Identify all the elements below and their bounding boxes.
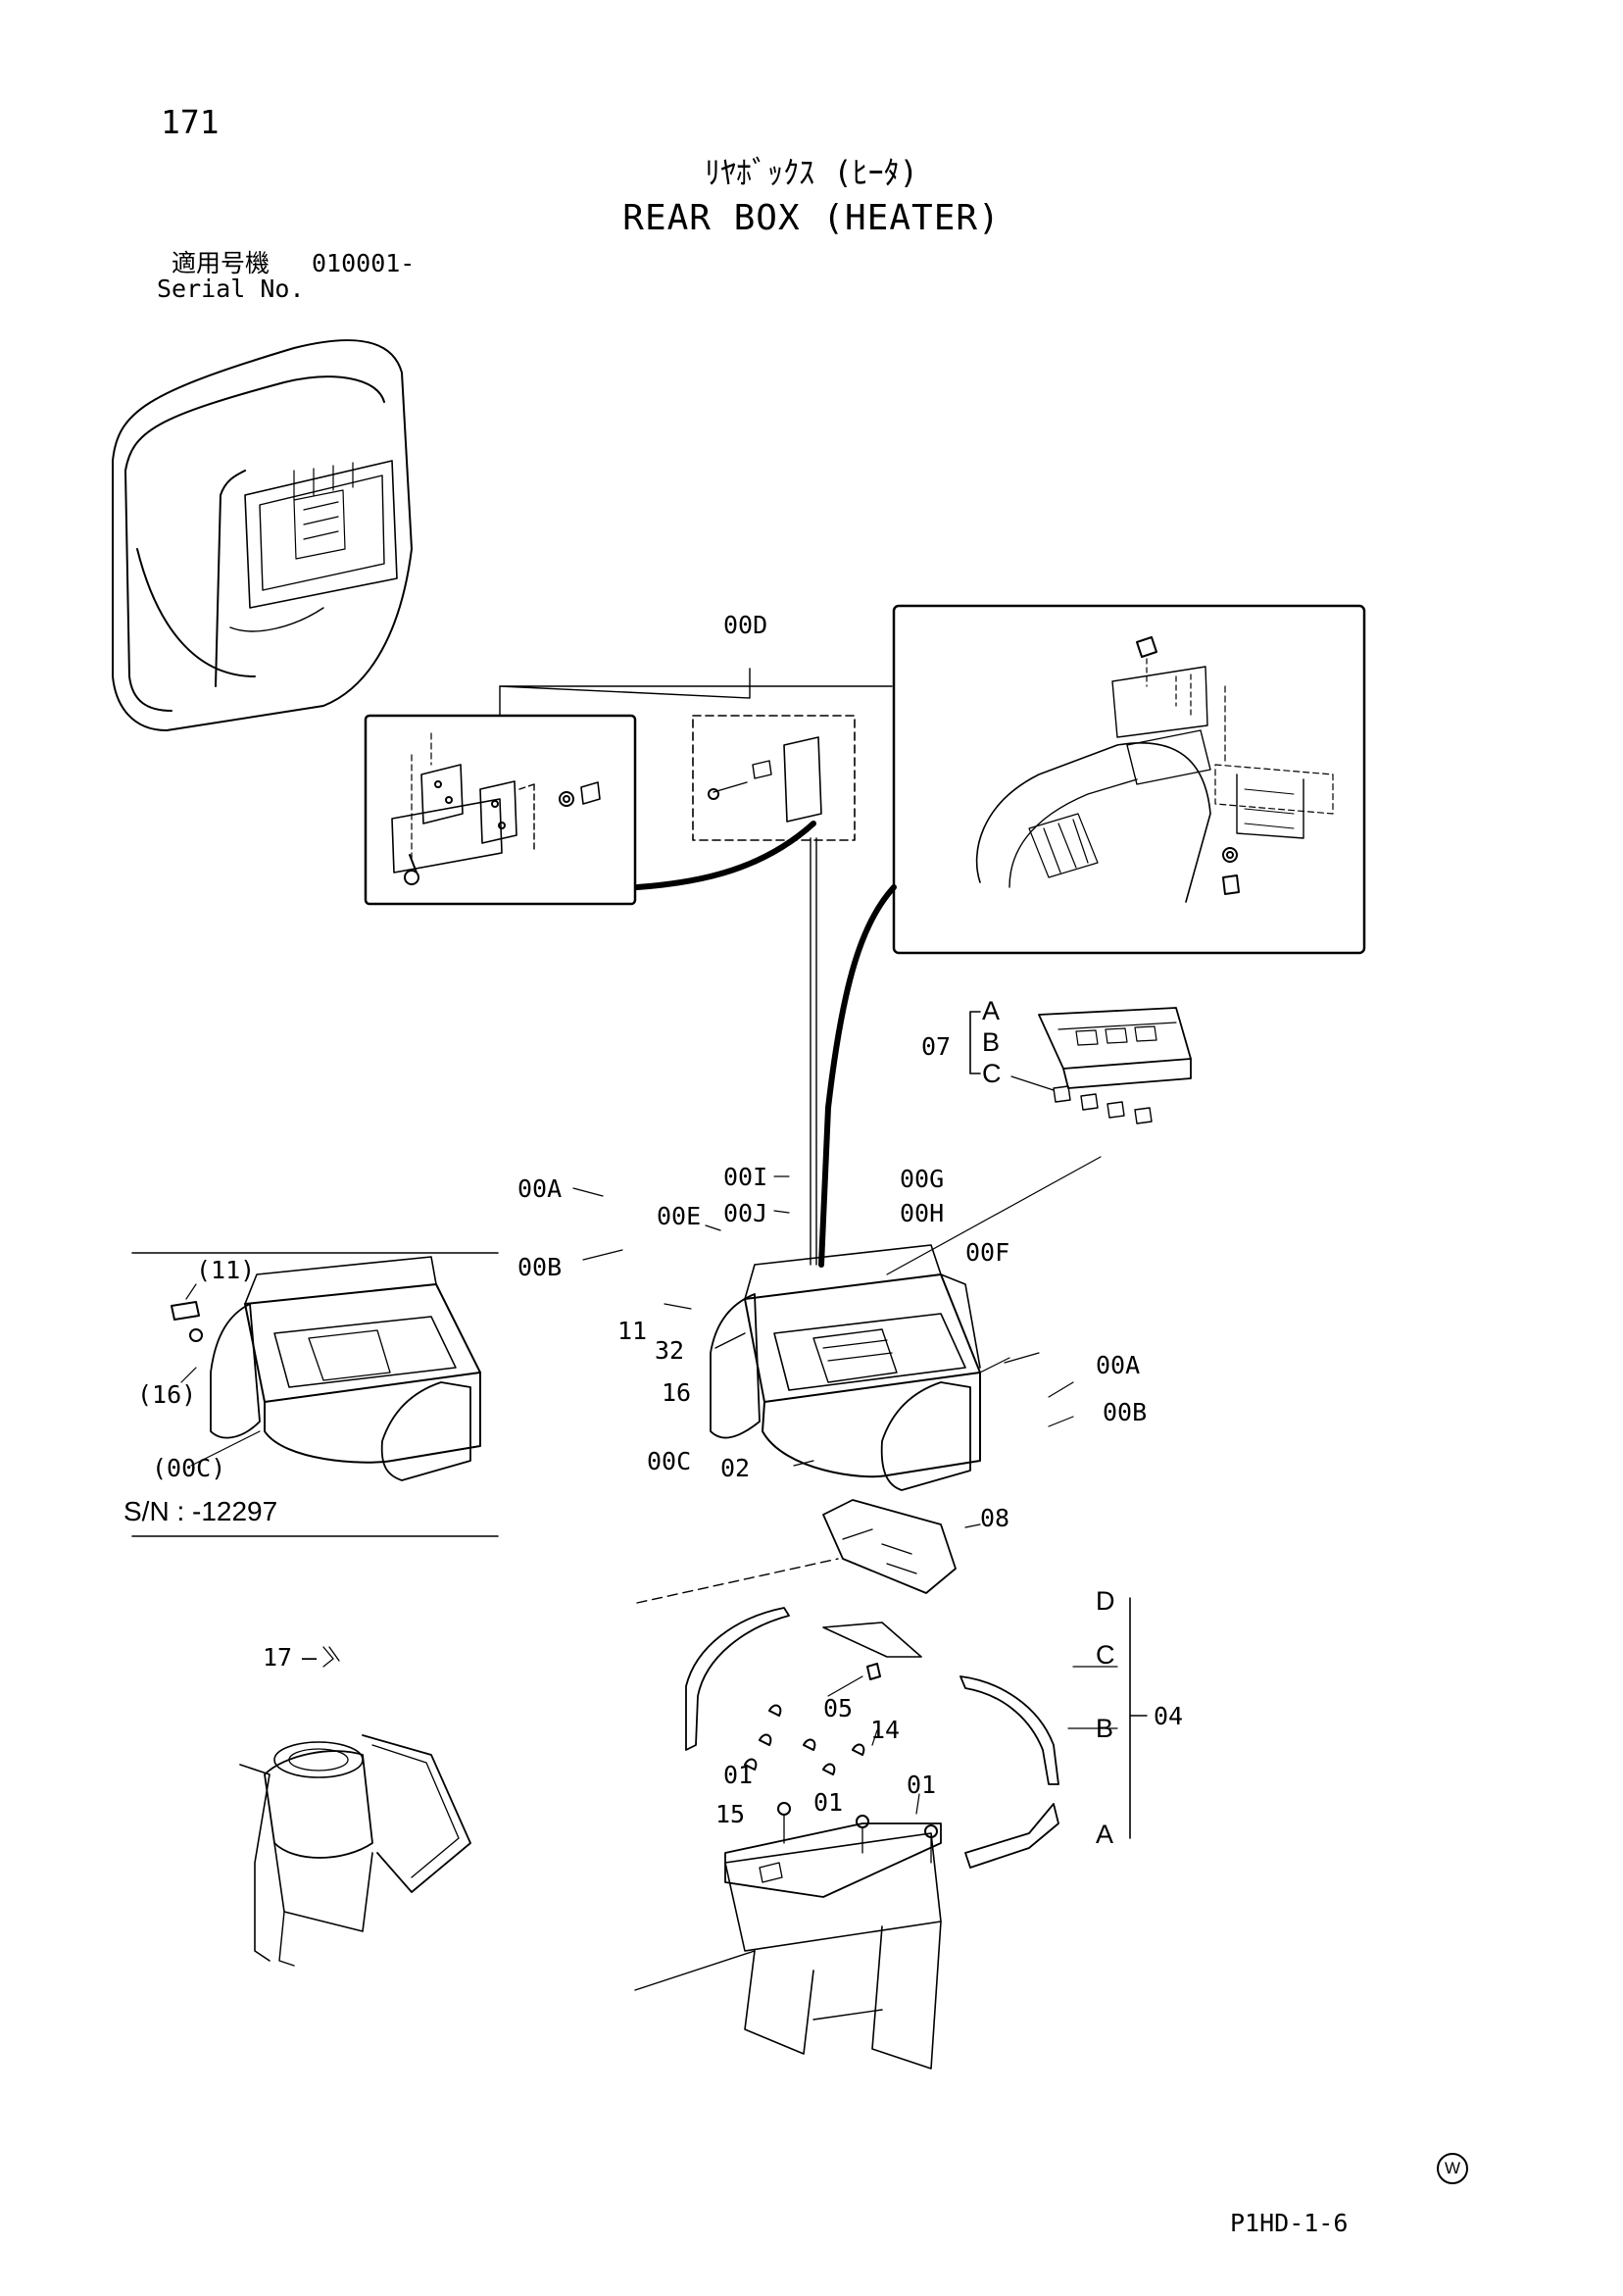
callout-00B-top: 00B bbox=[517, 1253, 563, 1281]
callout-00F: 00F bbox=[965, 1238, 1010, 1267]
callout-01-b: 01 bbox=[813, 1788, 844, 1817]
switch-panel-07 bbox=[1038, 1007, 1192, 1124]
callout-00C-inset: (00C) bbox=[152, 1454, 226, 1482]
callout-14: 14 bbox=[870, 1716, 901, 1744]
floor-base-frame bbox=[724, 1802, 942, 2070]
callout-00B-right: 00B bbox=[1103, 1398, 1148, 1426]
callout-04-B: B bbox=[1096, 1714, 1114, 1743]
leader-lines bbox=[180, 1156, 1118, 1815]
callout-00H: 00H bbox=[900, 1199, 945, 1227]
rear-box-main bbox=[710, 1244, 981, 1491]
leader-00D bbox=[499, 668, 893, 699]
callout-15: 15 bbox=[715, 1800, 746, 1828]
inset-connector-right bbox=[818, 884, 897, 1268]
cab-overview-illustration bbox=[112, 339, 413, 731]
callout-07-A: A bbox=[982, 996, 1001, 1025]
callout-16: 16 bbox=[662, 1378, 692, 1407]
callout-01-a: 01 bbox=[723, 1761, 754, 1789]
serial-label-english: Serial No. bbox=[157, 275, 305, 303]
callout-11-inset: (11) bbox=[196, 1256, 256, 1284]
serial-label-japanese: 適用号機 bbox=[172, 249, 270, 277]
callout-00D: 00D bbox=[723, 611, 768, 639]
w-mark-icon: W bbox=[1437, 2153, 1468, 2184]
callout-04-D: D bbox=[1096, 1586, 1115, 1616]
right-detail-inset bbox=[892, 604, 1366, 955]
callout-16-inset: (16) bbox=[137, 1380, 197, 1409]
title-english: REAR BOX (HEATER) bbox=[622, 198, 1001, 238]
callout-04-A: A bbox=[1096, 1820, 1114, 1849]
callout-17: 17 bbox=[263, 1643, 293, 1672]
clips-05-14 bbox=[744, 1663, 881, 1775]
trim-pieces-04 bbox=[685, 1607, 1059, 1869]
center-dashed-detail bbox=[692, 715, 856, 841]
serial-range-inset bbox=[131, 1252, 499, 1537]
callout-00E: 00E bbox=[657, 1202, 702, 1230]
page-number: 171 bbox=[161, 103, 220, 141]
callout-00A-right: 00A bbox=[1096, 1351, 1141, 1379]
callout-01-c: 01 bbox=[907, 1771, 937, 1799]
callout-00C: 00C bbox=[647, 1447, 692, 1475]
callout-05: 05 bbox=[823, 1694, 854, 1722]
callout-32: 32 bbox=[655, 1336, 685, 1365]
drawing-code: P1HD-1-6 bbox=[1230, 2209, 1349, 2237]
inset-connector-left bbox=[634, 821, 816, 890]
left-detail-inset bbox=[364, 714, 637, 906]
callout-07-C: C bbox=[982, 1059, 1002, 1088]
callout-02: 02 bbox=[720, 1454, 751, 1482]
serial-range-note: S/N : -12297 bbox=[123, 1496, 278, 1526]
bracket-08 bbox=[822, 1499, 957, 1594]
callout-00G: 00G bbox=[900, 1165, 945, 1193]
callout-17-dash: — bbox=[302, 1643, 318, 1672]
callout-04-C: C bbox=[1096, 1640, 1115, 1670]
title-japanese: ﾘﾔﾎﾞｯｸｽ (ﾋｰﾀ) bbox=[705, 154, 918, 191]
serial-value: 010001- bbox=[312, 249, 416, 277]
callout-00J: 00J bbox=[723, 1199, 768, 1227]
callout-11: 11 bbox=[617, 1317, 648, 1345]
callout-00I: 00I bbox=[723, 1163, 768, 1191]
callout-00A-top: 00A bbox=[517, 1174, 563, 1203]
callout-07: 07 bbox=[921, 1032, 952, 1061]
heater-unit bbox=[239, 1734, 471, 1967]
callout-04: 04 bbox=[1154, 1702, 1184, 1730]
callout-07-B: B bbox=[982, 1027, 1001, 1057]
callout-08: 08 bbox=[980, 1504, 1010, 1532]
